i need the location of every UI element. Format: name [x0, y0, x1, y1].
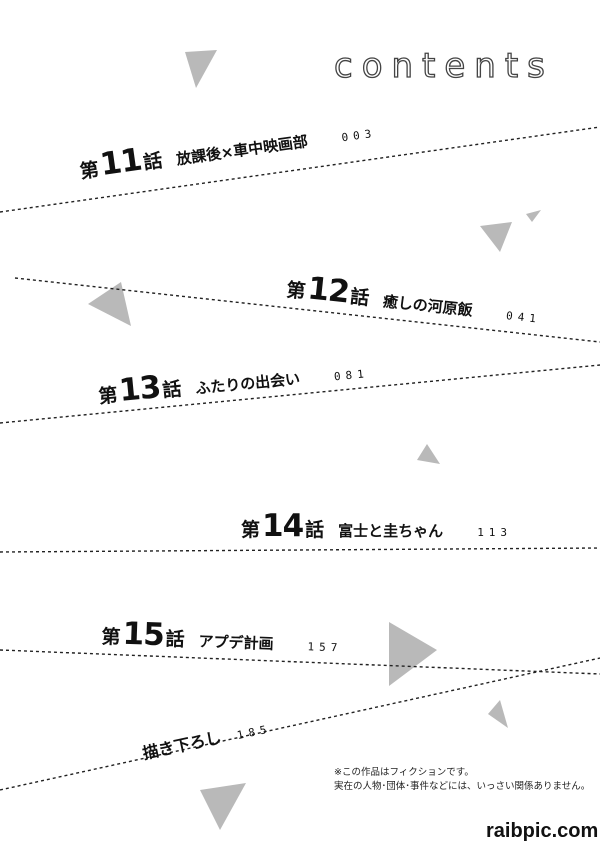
dashed-divider [0, 364, 600, 424]
chapter-page-number: 113 [477, 526, 513, 539]
triangle-decoration [480, 222, 512, 252]
watermark: raibpic.com [486, 820, 599, 842]
triangle-decoration [526, 210, 541, 222]
chapter-page-number: 081 [333, 367, 370, 384]
dashed-divider [0, 547, 600, 553]
chapter-suffix: 話 [142, 149, 164, 175]
triangle-decoration [389, 622, 437, 686]
triangle-decoration [488, 700, 508, 728]
dashed-divider [0, 649, 600, 675]
chapter-number: 14 [262, 508, 304, 544]
chapter-title: 富士と圭ちゃん [338, 522, 444, 540]
chapter-title: アプデ計画 [198, 632, 274, 654]
triangle-decoration [88, 282, 131, 326]
chapter-number: 15 [122, 615, 165, 654]
chapter-prefix: 第 [78, 158, 101, 184]
chapter-number: 13 [117, 369, 162, 409]
chapter-suffix: 話 [349, 285, 371, 310]
chapter-prefix: 第 [241, 519, 261, 541]
chapter-page-number: 157 [307, 640, 343, 655]
chapter-prefix: 第 [97, 384, 119, 409]
chapter-prefix: 第 [285, 279, 307, 304]
triangle-decoration [417, 444, 440, 464]
fiction-notice-line-2: 実在の人物･団体･事件などには、いっさい関係ありません。 [334, 781, 591, 792]
dashed-divider [0, 126, 600, 213]
chapter-number: 11 [97, 141, 144, 184]
chapter-suffix: 話 [165, 628, 185, 651]
triangle-decoration [185, 50, 217, 88]
triangle-decoration [200, 783, 246, 830]
chapter-page-number: 041 [505, 309, 542, 326]
chapter-page-number: 003 [340, 126, 378, 145]
chapter-suffix: 話 [305, 519, 325, 541]
contents-heading: contents [333, 45, 554, 86]
dashed-divider [0, 657, 600, 791]
chapter-prefix: 第 [101, 626, 121, 649]
fiction-notice-line-1: ※この作品はフィクションです。 [334, 767, 474, 778]
chapter-number: 12 [305, 270, 351, 311]
dashed-divider [14, 277, 600, 343]
chapter-14-entry[interactable]: 第 14 話 富士と圭ちゃん 113 [241, 508, 512, 544]
chapter-suffix: 話 [161, 378, 183, 402]
fiction-notice: ※この作品はフィクションです。 実在の人物･団体･事件などには、いっさい関係あり… [334, 766, 590, 794]
